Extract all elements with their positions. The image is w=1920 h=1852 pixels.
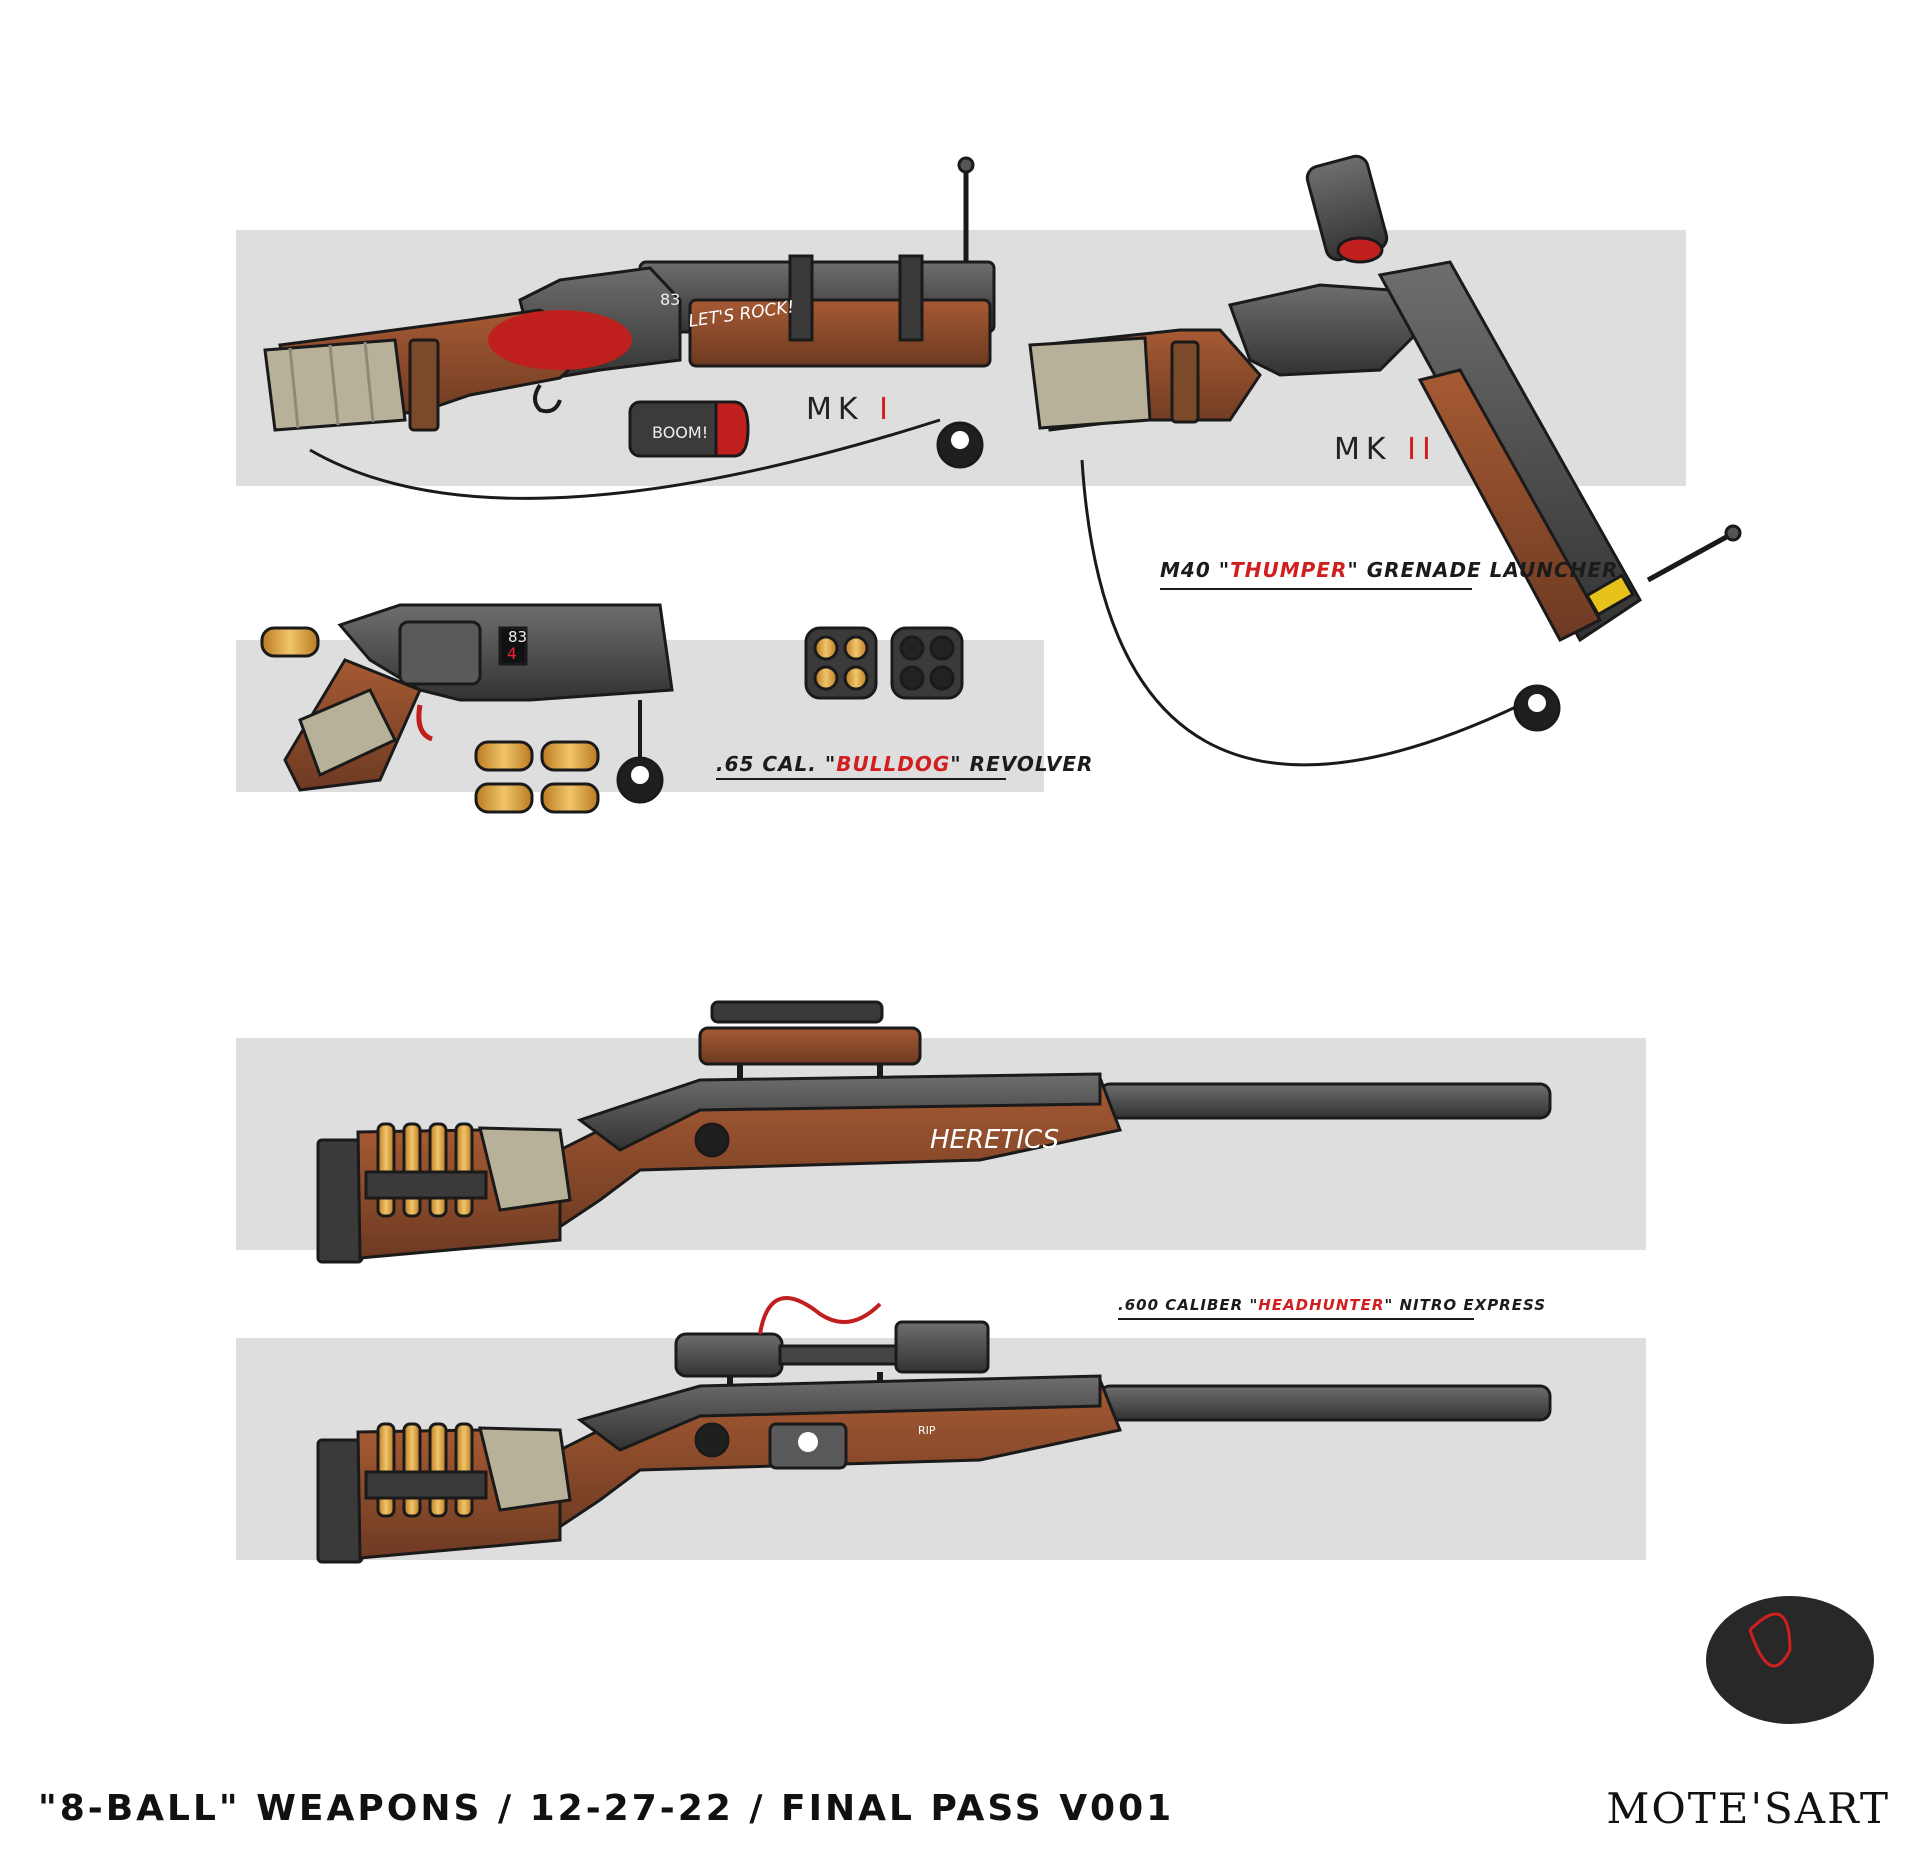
mk1-number: I bbox=[879, 392, 894, 427]
rifle-stock-text: HERETICS bbox=[930, 1125, 1059, 1155]
thumper-underline bbox=[1160, 588, 1472, 590]
revolver-counter: 4 bbox=[507, 644, 517, 663]
mk2-label: MK II bbox=[1334, 432, 1437, 467]
rifle-heretics bbox=[316, 1000, 1552, 1264]
footer-title: "8-BALL" WEAPONS / 12-27-22 / FINAL PASS… bbox=[38, 1788, 1175, 1829]
bulldog-caption: .65 CAL. "BULLDOG" REVOLVER bbox=[716, 752, 1093, 776]
mk1-label: MK I bbox=[806, 392, 894, 427]
headhunter-caption: .600 CALIBER "HEADHUNTER" NITRO EXPRESS bbox=[1118, 1296, 1546, 1314]
mk1-prefix: MK bbox=[806, 392, 864, 427]
mk2-prefix: MK bbox=[1334, 432, 1392, 467]
launcher-mk1 bbox=[263, 156, 996, 500]
footer-bar: "8-BALL" WEAPONS / 12-27-22 / FINAL PASS… bbox=[0, 1778, 1920, 1852]
thumper-caption: M40 "THUMPER" GRENADE LAUNCHER bbox=[1160, 558, 1618, 582]
shell-text: BOOM! bbox=[652, 423, 708, 442]
revolver-serial: 83 bbox=[508, 628, 527, 646]
bulldog-caption-pre: .65 CAL. " bbox=[716, 752, 837, 776]
artist-signature bbox=[1706, 1596, 1874, 1724]
bulldog-caption-name: BULLDOG bbox=[836, 752, 951, 776]
thumper-caption-post: " GRENADE LAUNCHER bbox=[1347, 558, 1619, 582]
rifle-rip-text: RIP bbox=[918, 1424, 936, 1437]
bulldog-caption-post: " REVOLVER bbox=[950, 752, 1094, 776]
headhunter-caption-pre: .600 CALIBER " bbox=[1118, 1296, 1259, 1314]
launcher-mk2 bbox=[1028, 154, 1742, 767]
footer-artist: MOTE'SART bbox=[1606, 1784, 1890, 1833]
thumper-caption-name: THUMPER bbox=[1230, 558, 1348, 582]
thumper-caption-pre: M40 " bbox=[1160, 558, 1231, 582]
headhunter-underline bbox=[1118, 1318, 1474, 1320]
revolver bbox=[260, 603, 964, 814]
headhunter-caption-post: " NITRO EXPRESS bbox=[1384, 1296, 1547, 1314]
headhunter-caption-name: HEADHUNTER bbox=[1258, 1296, 1385, 1314]
mk2-number: II bbox=[1407, 432, 1437, 467]
launcher-serial: 83 bbox=[660, 290, 680, 309]
bulldog-underline bbox=[716, 778, 1006, 780]
rifle-skull bbox=[316, 1296, 1552, 1564]
